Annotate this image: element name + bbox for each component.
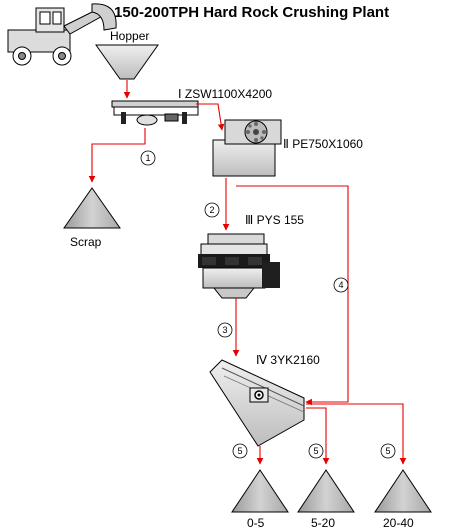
step-marker-5a: 5 bbox=[232, 443, 248, 459]
cone-crusher-icon bbox=[198, 233, 280, 299]
product-pile-5-20-icon bbox=[297, 469, 355, 513]
wheel-loader-icon bbox=[7, 3, 117, 66]
svg-text:5: 5 bbox=[385, 446, 390, 456]
step-marker-2: 2 bbox=[204, 202, 220, 218]
scrap-label: Scrap bbox=[70, 235, 102, 249]
svg-text:2: 2 bbox=[209, 205, 214, 215]
jaw-crusher-label: Ⅱ PE750X1060 bbox=[283, 137, 363, 151]
svg-text:3: 3 bbox=[222, 325, 227, 335]
svg-text:5: 5 bbox=[237, 446, 242, 456]
page-title: 150-200TPH Hard Rock Crushing Plant bbox=[114, 4, 389, 21]
svg-text:5: 5 bbox=[313, 446, 318, 456]
step-marker-3: 3 bbox=[217, 322, 233, 338]
flow-screen-to-p3 bbox=[306, 403, 407, 465]
flow-feeder-to-scrap bbox=[88, 128, 146, 183]
jaw-crusher-icon bbox=[212, 119, 282, 177]
feeder-label: Ⅰ ZSW1100X4200 bbox=[178, 87, 272, 101]
svg-text:1: 1 bbox=[145, 153, 150, 163]
step-marker-5c: 5 bbox=[380, 443, 396, 459]
scrap-pile-icon bbox=[63, 187, 121, 229]
hopper-icon bbox=[95, 44, 159, 80]
product-label-5-20: 5-20 bbox=[311, 516, 335, 530]
step-marker-4: 4 bbox=[333, 277, 349, 293]
product-label-20-40: 20-40 bbox=[383, 516, 414, 530]
cone-crusher-label: Ⅲ PYS 155 bbox=[245, 213, 304, 227]
flow-jaw-to-screen-return bbox=[236, 185, 349, 406]
screen-label: Ⅳ 3YK2160 bbox=[256, 353, 320, 367]
step-marker-5b: 5 bbox=[308, 443, 324, 459]
vibrating-screen-icon bbox=[209, 359, 305, 447]
svg-text:4: 4 bbox=[338, 280, 343, 290]
flow-feeder-to-jaw bbox=[196, 103, 225, 131]
hopper-label: Hopper bbox=[110, 29, 149, 43]
product-label-0-5: 0-5 bbox=[247, 516, 265, 530]
flow-screen-to-p2 bbox=[306, 407, 330, 465]
vibrating-feeder-icon bbox=[111, 100, 199, 126]
step-marker-1: 1 bbox=[140, 150, 156, 166]
product-pile-20-40-icon bbox=[374, 469, 432, 513]
product-pile-0-5-icon bbox=[231, 469, 289, 513]
